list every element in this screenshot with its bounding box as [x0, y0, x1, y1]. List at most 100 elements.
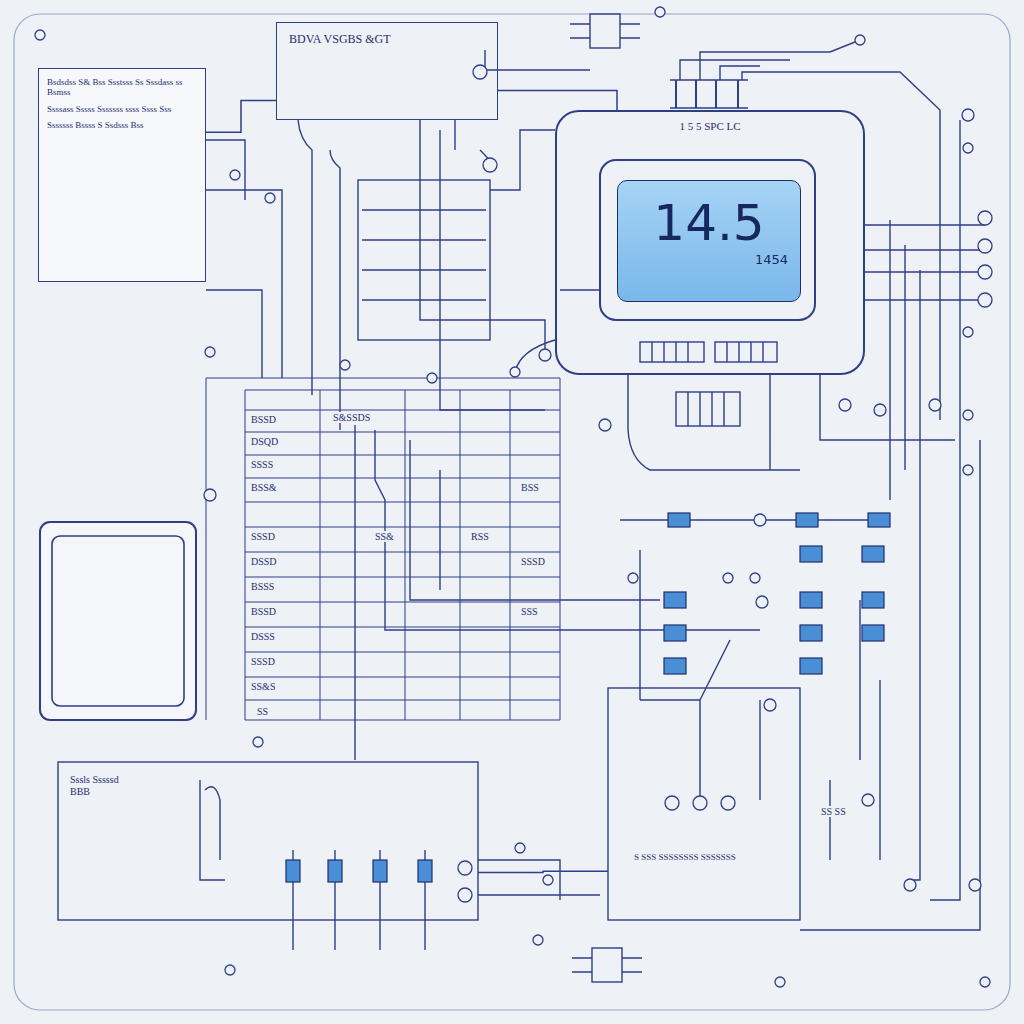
blue-component — [796, 513, 818, 527]
table-cell-label: SSSD — [250, 531, 276, 542]
inner-panel-rows — [362, 210, 486, 300]
node-text: Ssssass Sssss Sssssss ssss Ssss Sss — [47, 104, 171, 114]
table-grid — [206, 378, 560, 720]
table-cell-label: BSSD — [250, 606, 277, 617]
terminal-dot — [340, 360, 350, 370]
terminal-dot — [963, 410, 973, 420]
table-cell-label: SS — [256, 706, 269, 717]
node-text: BDVA VSGBS &GT — [289, 33, 391, 47]
table-cell-label: SSSS — [250, 459, 274, 470]
terminal-dot — [510, 367, 520, 377]
terminal-dot — [483, 158, 497, 172]
inner-panel — [358, 180, 490, 340]
terminal-dot — [204, 489, 216, 501]
relay-block — [676, 392, 740, 426]
terminal-dot — [839, 399, 851, 411]
connector-pins — [572, 958, 642, 972]
terminal-dot — [721, 796, 735, 810]
fuse-symbol — [328, 860, 342, 882]
wire — [478, 600, 880, 900]
terminal-dot — [978, 239, 992, 253]
fuse-symbol — [373, 860, 387, 882]
fuse-symbol — [286, 860, 300, 882]
fuse-leads — [293, 850, 425, 950]
terminal-dot — [655, 7, 665, 17]
terminal-dot — [539, 349, 551, 361]
blue-component — [800, 625, 822, 641]
table-cell-label: SS SS — [820, 806, 847, 817]
terminal-dot — [963, 143, 973, 153]
table-cell-label: DSSS — [250, 631, 276, 642]
bottom-board — [58, 762, 478, 920]
wire — [200, 780, 225, 880]
keypad-bar-divisions — [652, 342, 688, 362]
keypad-bar — [640, 342, 704, 362]
terminal-dot — [862, 794, 874, 806]
display-reading: 1454 — [630, 253, 788, 268]
blue-component — [862, 592, 884, 608]
wire — [865, 225, 985, 300]
wire — [680, 40, 940, 420]
connector-block — [592, 948, 622, 982]
terminal-dot — [978, 211, 992, 225]
terminal-dot — [628, 573, 638, 583]
relay-divisions — [688, 392, 724, 426]
table-cell-label: DSQD — [250, 436, 279, 447]
keypad-bar — [715, 342, 777, 362]
connector-pins — [570, 24, 640, 38]
title-box: BDVA VSGBS &GT — [276, 22, 498, 120]
terminal-dot — [543, 875, 553, 885]
terminal-dot — [515, 843, 525, 853]
component-group — [286, 513, 890, 882]
terminal-dot — [665, 796, 679, 810]
blue-component — [800, 592, 822, 608]
table-cell-label: DSSD — [250, 556, 278, 567]
blue-component — [862, 625, 884, 641]
terminal-dot — [904, 879, 916, 891]
terminal-dot — [963, 465, 973, 475]
blank-panel-inner — [52, 536, 184, 706]
terminal-dot — [978, 265, 992, 279]
terminal-dot — [756, 596, 768, 608]
display-housing: 1 5 5 SPC LC14.51454 — [555, 110, 865, 375]
node-text: Bsdsdss S& Bss Ssstsss Ss Sssdass ss Bsm… — [47, 77, 197, 98]
drawing-group — [14, 14, 1010, 1010]
terminal-dot — [969, 879, 981, 891]
wire-connector — [478, 871, 608, 872]
terminal-dot — [35, 30, 45, 40]
terminal-pins — [676, 80, 738, 108]
wire — [620, 520, 868, 800]
terminal-dot — [978, 293, 992, 307]
node-text: 1 5 5 SPC LC — [567, 120, 853, 133]
terminal-dot — [473, 65, 487, 79]
sub-board: S SSS SSSSSSSS SSSSSSS — [608, 688, 800, 920]
terminal-dot — [205, 347, 215, 357]
terminal-dot — [458, 888, 472, 902]
node-text: Sssls Sssssd BBB — [70, 774, 132, 797]
wire — [800, 120, 980, 930]
blue-component — [862, 546, 884, 562]
table-cell-label: BSS& — [250, 482, 278, 493]
terminal-dot — [458, 861, 472, 875]
wire — [206, 140, 282, 378]
wire — [455, 50, 590, 168]
wire-connector — [498, 91, 617, 110]
terminal-dot — [750, 573, 760, 583]
sheet-border — [14, 14, 1010, 1010]
keypad-bar-divisions — [727, 342, 763, 362]
wire — [628, 375, 955, 470]
terminal-dot — [775, 977, 785, 987]
table-cell-label: SSSD — [520, 556, 546, 567]
table-cell-label: S&SSDS — [332, 412, 371, 423]
table-cell-label: BSS — [520, 482, 540, 493]
terminal-dot — [533, 935, 543, 945]
terminal-dot — [874, 404, 886, 416]
terminal-dot — [230, 170, 240, 180]
table-cell-label: RSS — [470, 531, 490, 542]
blue-component — [868, 513, 890, 527]
